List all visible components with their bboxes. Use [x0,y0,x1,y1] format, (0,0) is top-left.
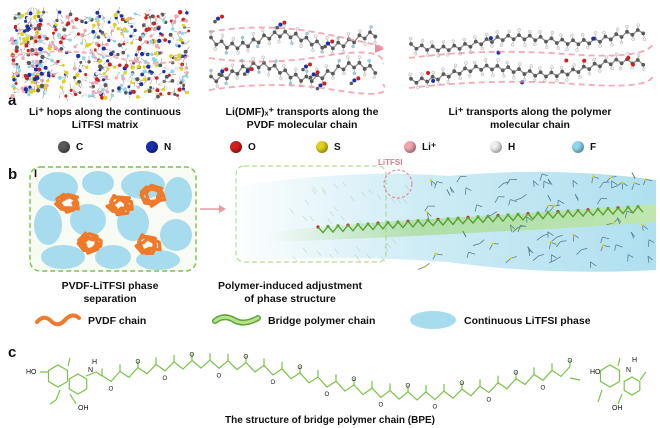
caption-b1-line2: separation [83,293,137,305]
pvdf-chain-illustration [208,14,385,95]
svg-text:O: O [487,398,492,404]
panel-label-c: c [8,344,17,361]
litfsi-phase-legend-icon [410,311,456,329]
h-label-right: H [632,357,637,364]
polymer-chain-illustration [408,23,654,90]
legend-atom-label: S [334,141,341,153]
atom-ball-icon [146,141,158,153]
legend-atom-5: H [490,141,515,153]
caption-a3-line1: Li⁺ transports along the polymer [448,106,612,118]
oh-label-right: OH [612,405,623,412]
atom-ball-icon [404,141,416,153]
n-label-right: N [626,367,631,374]
svg-text:O: O [352,377,357,383]
svg-text:O: O [244,355,249,361]
oh-label-left: OH [78,405,89,412]
bpe-structure-diagram: HO OH N H HO OH N H O O O O O O O O O O O O O O O O O O [26,352,647,412]
phase-separation-inset [29,166,197,272]
ho-label-left: HO [26,369,37,376]
caption-a1-line2: LiTFSI matrix [71,119,139,131]
caption-a2-line1: Li(DMF)ₓ⁺ transports along the [225,106,379,118]
legend-atom-2: O [230,141,256,153]
legend-atom-0: C [58,141,83,153]
legend-atom-label: C [76,141,84,153]
caption-a3: Li⁺ transports along the polymer molecul… [435,106,625,132]
legend-atom-label: Li⁺ [422,141,437,153]
svg-text:O: O [163,376,168,382]
caption-a1: Li⁺ hops along the continuous LiTFSI mat… [20,106,190,132]
atom-ball-icon [490,141,502,153]
svg-text:O: O [298,365,303,371]
panel-label-a: a [8,92,17,109]
svg-text:O: O [109,386,114,392]
caption-b1-line1: PVDF-LiTFSI phase [61,280,159,292]
pvdf-chain-legend-icon [35,313,81,327]
legend-atom-4: Li⁺ [404,141,436,153]
caption-b2-line2: of phase structure [244,293,336,305]
svg-text:O: O [217,373,222,379]
n-label-left: N [88,367,93,374]
svg-text:O: O [514,371,519,377]
ho-label-right: HO [590,369,601,376]
litfsi-phase-legend-label: Continuous LiTFSI phase [464,315,591,327]
legend-atom-label: N [164,141,172,153]
legend-atom-6: F [572,141,596,153]
atom-ball-icon [230,141,242,153]
svg-text:O: O [379,402,384,408]
pvdf-chain-legend-label: PVDF chain [88,315,147,327]
svg-text:O: O [325,392,330,398]
caption-b1: PVDF-LiTFSI phase separation [20,280,200,306]
litfsi-label: LiTFSI [378,158,403,167]
svg-text:O: O [541,385,546,391]
caption-c: The structure of bridge polymer chain (B… [224,415,436,426]
litfsi-matrix-illustration [8,7,192,102]
svg-text:O: O [433,405,438,411]
legend-atom-1: N [146,141,171,153]
svg-text:O: O [460,381,465,387]
right-arrow-icon [200,205,226,213]
bridge-polymer-legend-label: Bridge polymer chain [268,315,376,327]
legend-atom-label: F [590,141,597,153]
svg-text:O: O [568,359,573,365]
legend-atom-3: S [316,141,341,153]
svg-text:O: O [406,384,411,390]
atom-ball-icon [316,141,328,153]
legend-atom-label: O [248,141,256,153]
svg-text:O: O [136,360,141,366]
legend-atom-label: H [508,141,516,153]
caption-a2: Li(DMF)ₓ⁺ transports along the PVDF mole… [212,106,392,132]
svg-text:O: O [271,380,276,386]
caption-b2: Polymer-induced adjustment of phase stru… [205,280,375,306]
inset-label: I [34,168,38,180]
bridge-polymer-legend-icon [212,314,261,326]
caption-b2-line1: Polymer-induced adjustment [217,280,363,292]
caption-a1-line1: Li⁺ hops along the continuous [29,106,181,118]
atom-ball-icon [58,141,70,153]
phase-structure-adjustment-illustration [228,165,656,272]
atom-ball-icon [572,141,584,153]
caption-a2-line2: PVDF molecular chain [246,119,358,131]
caption-a3-line2: molecular chain [490,119,570,131]
svg-text:O: O [190,352,195,358]
panel-label-b: b [8,166,18,183]
h-label-left: H [92,359,97,366]
